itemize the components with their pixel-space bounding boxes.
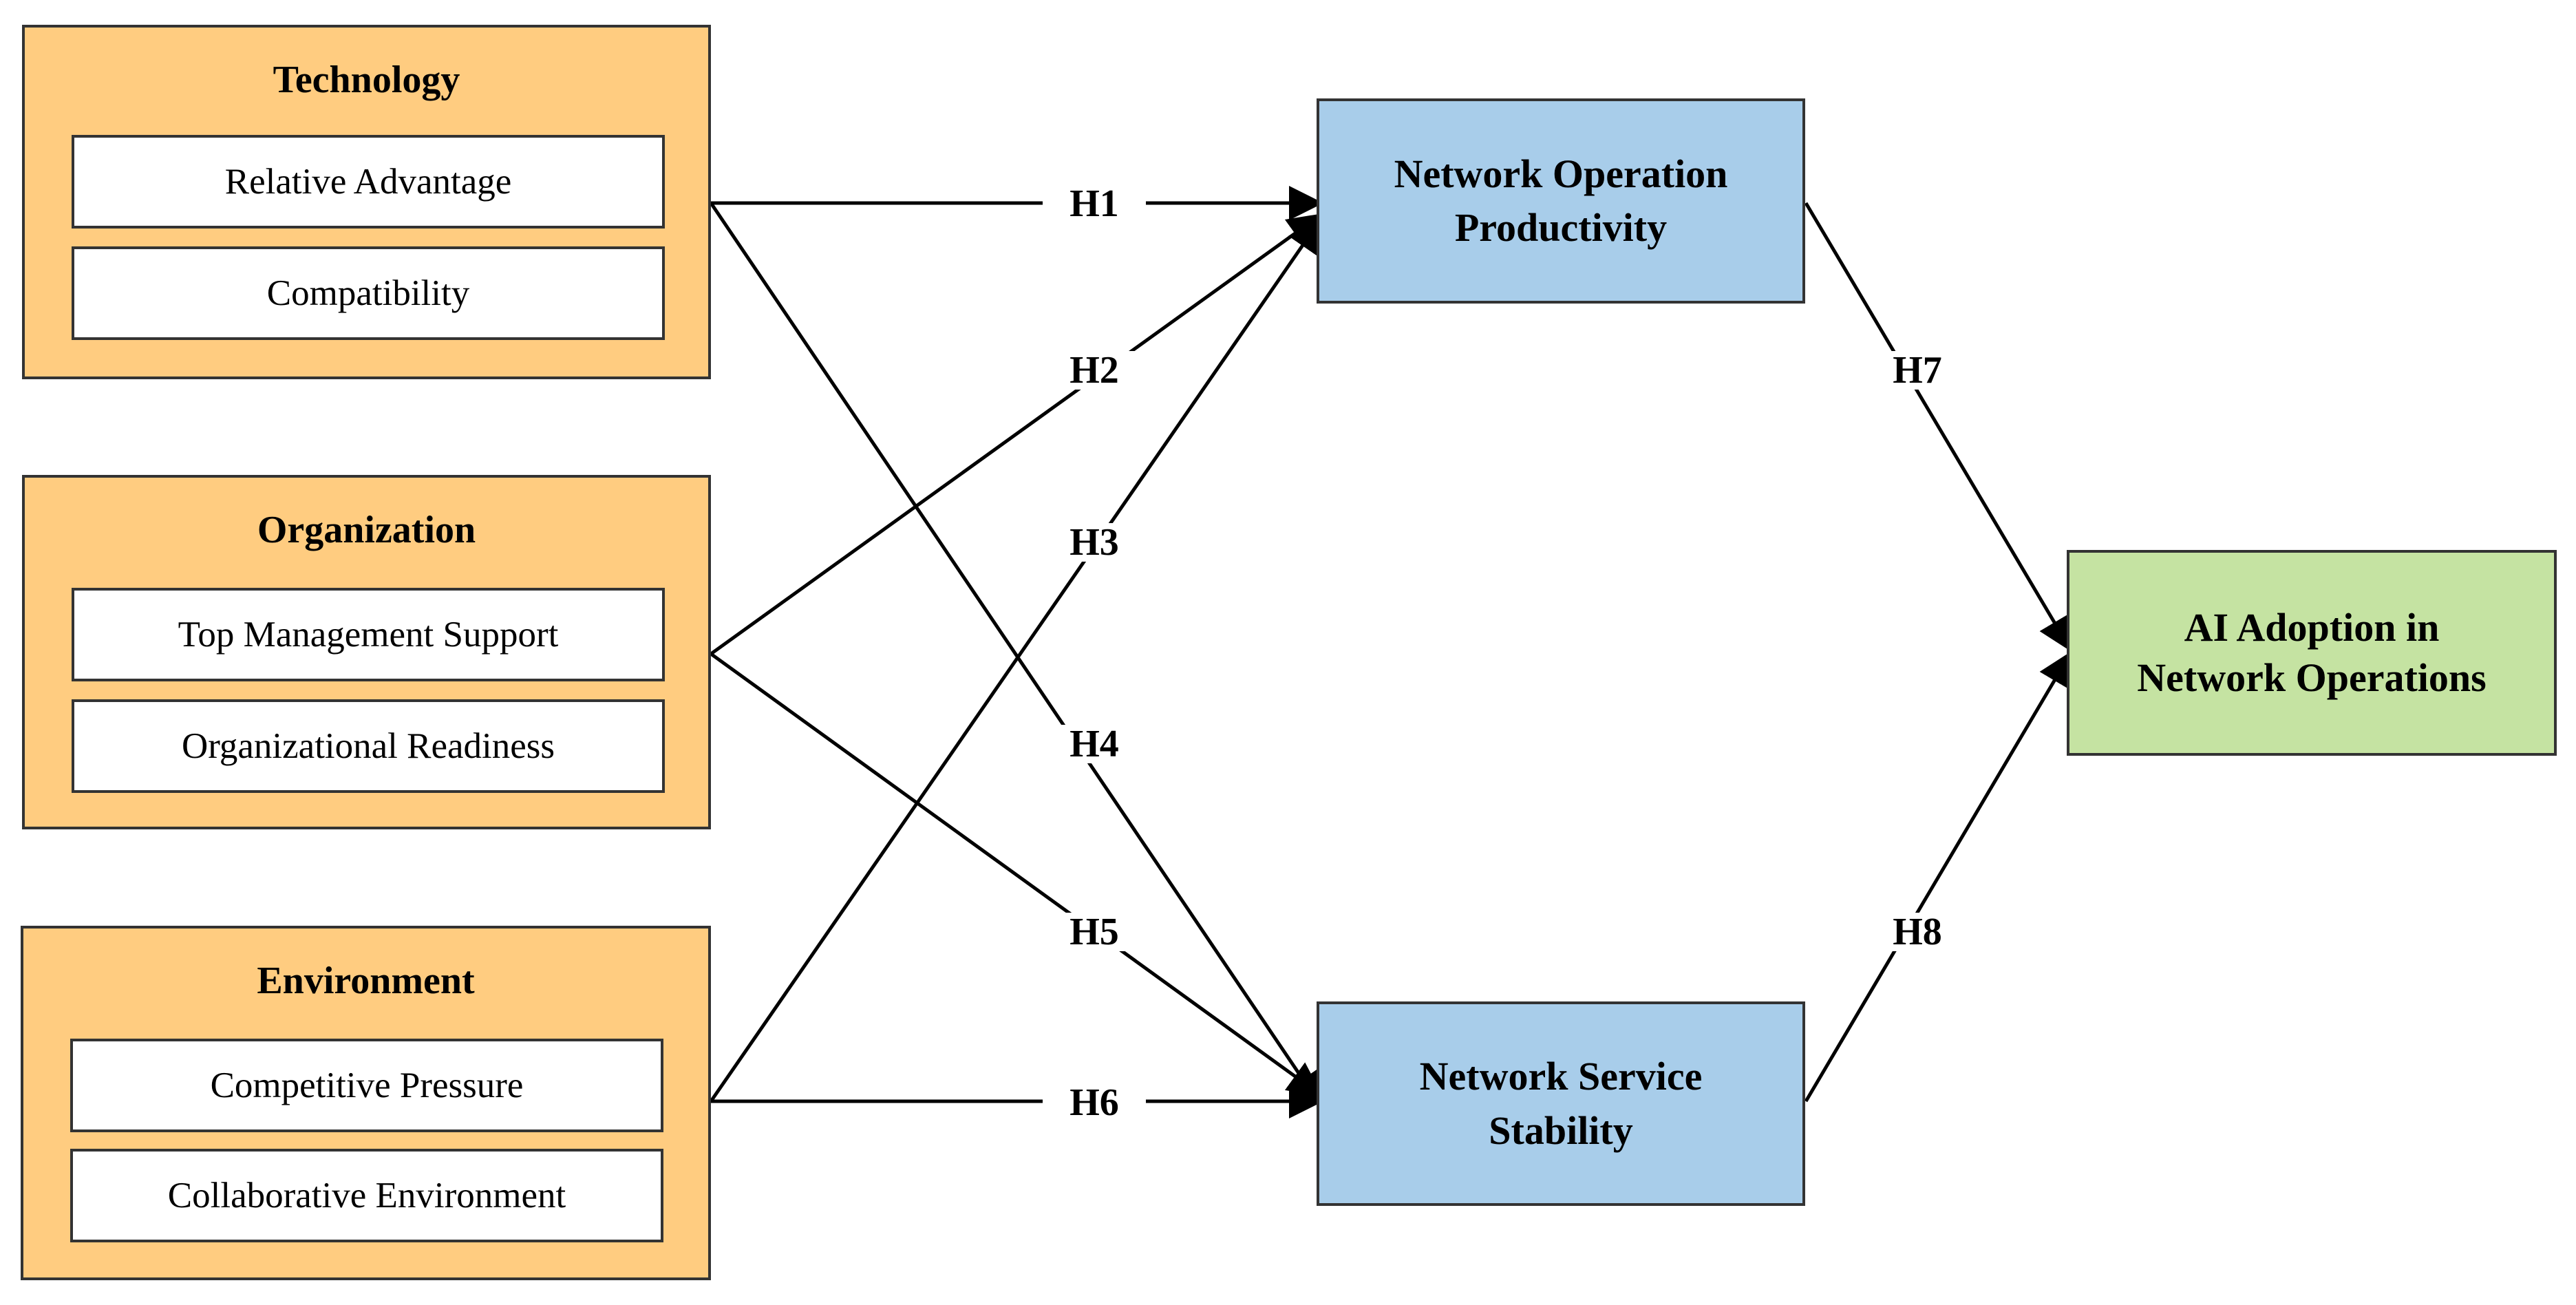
stability-label-line1: Network Service [1419,1054,1703,1099]
stability-label-line2: Stability [1489,1107,1633,1153]
compatibility-box: Compatibility [72,246,665,340]
arrow-h2 [710,213,1323,656]
organizational-readiness-box: Organizational Readiness [72,699,665,793]
hypothesis-label-h2: H2 [1043,351,1146,390]
hypothesis-label-h1: H1 [1043,184,1146,223]
arrow-h7 [1804,202,2072,652]
environment-group: Environment Competitive Pressure Collabo… [21,926,711,1280]
competitive-pressure-box: Competitive Pressure [70,1039,663,1132]
productivity-label-line1: Network Operation [1394,151,1728,196]
hypothesis-label-h4: H4 [1043,725,1146,763]
hypothesis-label-h3: H3 [1043,523,1146,562]
relative-advantage-box: Relative Advantage [72,135,665,229]
arrow-h4 [709,202,1322,1108]
group-title-technology: Technology [273,59,460,101]
hypothesis-label-h7: H7 [1866,351,1969,390]
arrow-h3 [709,217,1322,1103]
organization-group: Organization Top Management Support Orga… [22,475,711,829]
network-service-stability-box: Network Service Stability [1317,1001,1805,1206]
network-operation-productivity-box: Network Operation Productivity [1317,98,1805,304]
ai-adoption-box: AI Adoption in Network Operations [2067,550,2557,756]
technology-group: Technology Relative Advantage Compatibil… [22,25,711,379]
hypothesis-label-h5: H5 [1043,913,1146,951]
collaborative-environment-box: Collaborative Environment [70,1149,663,1242]
group-title-environment: Environment [257,959,475,1002]
top-management-support-box: Top Management Support [72,588,665,681]
productivity-label-line2: Productivity [1454,205,1668,250]
arrow-h5 [710,652,1323,1096]
hypothesis-label-h8: H8 [1866,913,1969,951]
arrow-h8 [1804,650,2072,1103]
group-title-organization: Organization [257,509,476,551]
adoption-label-line2: Network Operations [2137,655,2487,700]
hypothesis-label-h6: H6 [1043,1083,1146,1122]
adoption-label-line1: AI Adoption in [2184,605,2440,650]
